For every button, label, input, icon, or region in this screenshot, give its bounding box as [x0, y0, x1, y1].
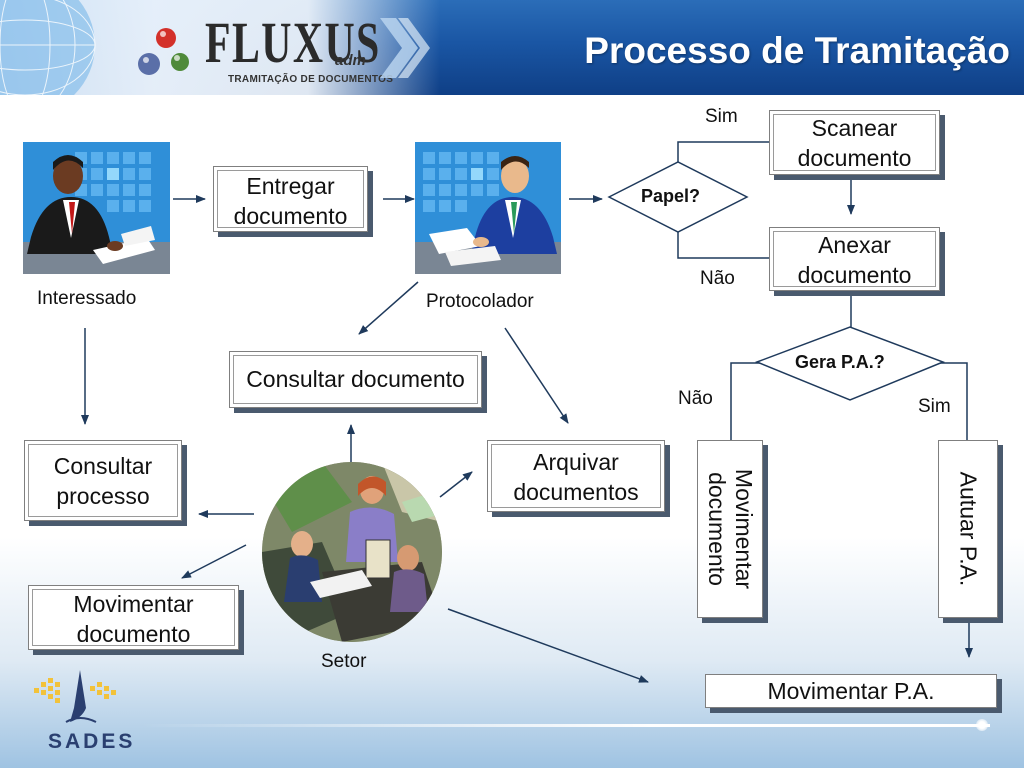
box-arquivar-line1: Arquivar	[533, 449, 619, 475]
box-arquivar-line2: documentos	[513, 479, 639, 505]
box-movimentar-documento-left-line1: Movimentar	[73, 591, 194, 617]
setor-picture	[262, 462, 442, 642]
branch-label-papel-nao: Não	[700, 268, 735, 289]
box-scanear-line2: documento	[797, 145, 912, 171]
sades-brand-text: SADES	[48, 730, 136, 753]
box-movimentar-documento-left: Movimentar documento	[28, 585, 239, 650]
branch-label-gera-nao: Não	[678, 388, 713, 409]
box-entregar-documento: Entregar documento	[213, 166, 368, 232]
arrow-setor-movimentar-documento	[181, 544, 247, 579]
box-consultar-processo: Consultar processo	[24, 440, 182, 521]
sades-logo-icon	[34, 670, 116, 723]
office-team-icon	[262, 462, 442, 642]
logo-text: FLUXUS	[205, 10, 381, 75]
businessman-icon	[23, 152, 170, 274]
box-entregar-line1: Entregar	[246, 173, 335, 199]
interessado-picture	[23, 142, 170, 274]
box-movimentar-vertical-line1: Movimentar	[731, 468, 757, 590]
box-consultar-processo-line2: processo	[56, 483, 150, 509]
box-autuar-text: Autuar P.A.	[955, 471, 982, 587]
box-movimentar-documento-vertical: Movimentar documento	[697, 440, 763, 618]
line-gera-sim	[940, 362, 968, 440]
arrow-setor-arquivar	[439, 471, 473, 498]
box-anexar-line2: documento	[797, 262, 912, 288]
footer-glow-dot	[976, 719, 988, 731]
actor-protocolador-label: Protocolador	[426, 291, 534, 312]
protocolador-picture	[415, 142, 561, 274]
actor-interessado-label: Interessado	[37, 288, 137, 309]
branch-label-papel-sim: Sim	[705, 106, 738, 127]
logo-spheres-icon	[138, 28, 189, 75]
arrow-setor-movimentar-pa	[447, 608, 649, 683]
box-arquivar-documentos: Arquivar documentos	[487, 440, 665, 512]
box-consultar-documento: Consultar documento	[229, 351, 482, 408]
box-movimentar-pa-text: Movimentar P.A.	[767, 678, 935, 704]
box-scanear-line1: Scanear	[811, 115, 898, 141]
decision-gera-pa-diamond	[754, 326, 946, 401]
logo-adm-text: adm	[335, 52, 366, 69]
chevron-right-icon	[380, 18, 430, 78]
box-autuar-pa: Autuar P.A.	[938, 440, 998, 618]
line-papel-sim	[677, 141, 770, 164]
box-anexar-documento: Anexar documento	[769, 227, 940, 291]
footer-divider	[140, 724, 990, 727]
box-movimentar-pa: Movimentar P.A.	[705, 674, 997, 708]
branch-label-gera-sim: Sim	[918, 396, 951, 417]
decision-gera-pa-label: Gera P.A.?	[795, 352, 885, 372]
page-title: Processo de Tramitação	[584, 30, 1010, 71]
line-papel-nao	[677, 232, 770, 259]
clerk-icon	[415, 152, 561, 274]
box-anexar-line1: Anexar	[818, 232, 891, 258]
box-entregar-line2: documento	[233, 203, 348, 229]
arrow-protocolador-consultar-documento	[358, 281, 419, 335]
decision-papel-label: Papel?	[641, 186, 701, 206]
box-consultar-documento-text: Consultar documento	[246, 366, 465, 392]
header-bar: FLUXUS adm TRAMITAÇÃO DE DOCUMENTOS Proc…	[0, 0, 1024, 95]
decision-papel-diamond	[607, 161, 749, 233]
globe-icon	[0, 0, 96, 95]
box-scanear-documento: Scanear documento	[769, 110, 940, 175]
line-gera-nao	[730, 362, 760, 440]
logo-subtitle: TRAMITAÇÃO DE DOCUMENTOS	[228, 74, 394, 85]
box-consultar-processo-line1: Consultar	[53, 453, 153, 479]
arrow-protocolador-arquivar	[504, 327, 569, 424]
box-movimentar-vertical-line2: documento	[704, 472, 730, 586]
actor-setor-label: Setor	[321, 651, 367, 672]
box-movimentar-documento-left-line2: documento	[76, 621, 191, 647]
